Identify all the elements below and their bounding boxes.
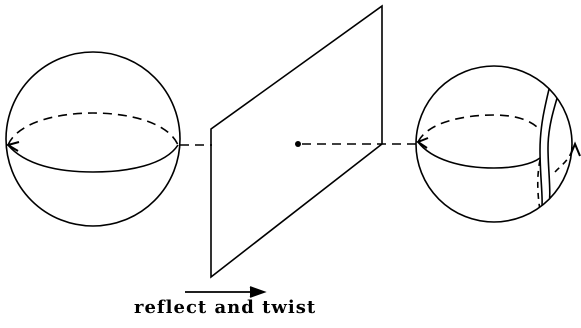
left-sphere-equator-front	[7, 144, 179, 173]
right-sphere-outline	[415, 65, 573, 223]
right-sphere	[415, 65, 581, 223]
left-sphere	[5, 51, 181, 227]
twisted-curve-lower-dashed	[536, 159, 542, 217]
twisted-curve-outer	[539, 71, 554, 217]
right-sphere-equator-front	[417, 141, 541, 169]
right-sphere-arrowhead	[415, 137, 429, 149]
center-point	[295, 141, 301, 147]
left-sphere-outline	[5, 51, 181, 227]
left-sphere-equator-back	[7, 112, 179, 146]
right-sphere-edge-arrowhead	[569, 141, 581, 157]
reflect-arrow	[185, 286, 267, 298]
right-sphere-equator-back	[417, 114, 539, 143]
left-sphere-arrowhead	[5, 141, 20, 152]
diagram-caption: reflect and twist	[134, 297, 317, 318]
reflect-arrow-head	[249, 286, 267, 298]
